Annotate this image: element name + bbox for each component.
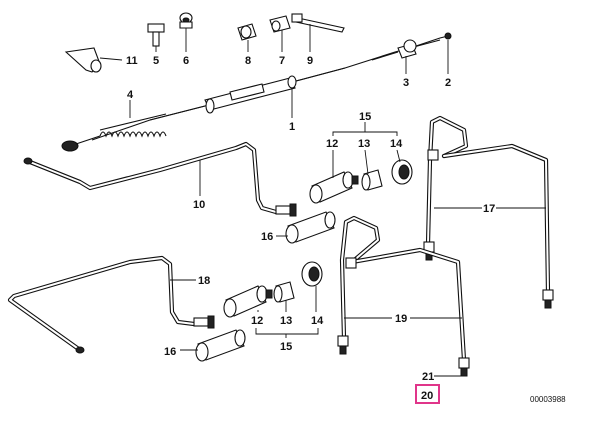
cable-adjuster — [371, 35, 449, 61]
brake-pipe-10 — [23, 141, 297, 217]
brake-pipe-18 — [7, 255, 215, 354]
hose-16-upper — [285, 211, 336, 244]
brake-hose-12-upper — [309, 171, 359, 204]
callout-6[interactable]: 6 — [183, 55, 189, 67]
hose-cap-14-lower — [301, 261, 323, 287]
callout-21[interactable]: 21 — [422, 371, 434, 383]
brake-cable-assembly — [91, 39, 441, 141]
hose-cap-14-upper — [391, 159, 413, 185]
cable-end-left — [61, 135, 101, 152]
callout-7[interactable]: 7 — [279, 55, 285, 67]
callout-18[interactable]: 18 — [198, 275, 210, 287]
callout-2[interactable]: 2 — [445, 77, 451, 89]
callout-12-upper[interactable]: 12 — [326, 138, 338, 150]
rubber-boot — [64, 47, 102, 73]
hose-sleeve-13-upper — [361, 169, 383, 191]
diagram-reference-number: 00003988 — [530, 395, 566, 404]
callout-16-lower[interactable]: 16 — [164, 346, 176, 358]
callout-15-lower[interactable]: 15 — [280, 341, 292, 353]
grommet — [237, 23, 257, 41]
callouts: 11 5 6 8 7 9 3 2 4 1 15 12 13 14 10 17 1… — [126, 55, 495, 404]
highlight-box-part-20 — [415, 384, 440, 404]
callout-15-upper[interactable]: 15 — [359, 111, 371, 123]
cable-tie — [291, 13, 345, 33]
callout-9[interactable]: 9 — [307, 55, 313, 67]
bolt — [147, 23, 165, 47]
callout-1[interactable]: 1 — [289, 121, 295, 133]
sleeve — [269, 15, 291, 33]
nut — [179, 12, 193, 29]
leader-lines — [99, 24, 546, 377]
hose-16-lower — [195, 329, 246, 362]
callout-13-lower[interactable]: 13 — [280, 315, 292, 327]
callout-16-upper[interactable]: 16 — [261, 231, 273, 243]
hose-sleeve-13-lower — [273, 281, 295, 303]
callout-4[interactable]: 4 — [127, 89, 134, 101]
callout-8[interactable]: 8 — [245, 55, 251, 67]
brake-pipe-19 — [337, 215, 470, 377]
callout-12-lower[interactable]: 12 — [251, 315, 263, 327]
callout-3[interactable]: 3 — [403, 77, 409, 89]
brake-hose-12-lower — [223, 285, 273, 318]
callout-13-upper[interactable]: 13 — [358, 138, 370, 150]
callout-14-upper[interactable]: 14 — [390, 138, 403, 150]
callout-20[interactable]: 20 — [421, 390, 433, 402]
callout-10[interactable]: 10 — [193, 199, 205, 211]
clip-2 — [444, 32, 452, 40]
callout-11[interactable]: 11 — [126, 55, 138, 67]
callout-19[interactable]: 19 — [395, 313, 407, 325]
return-spring — [99, 113, 167, 138]
callout-5[interactable]: 5 — [153, 55, 159, 67]
callout-14-lower[interactable]: 14 — [311, 315, 324, 327]
callout-17[interactable]: 17 — [483, 203, 495, 215]
